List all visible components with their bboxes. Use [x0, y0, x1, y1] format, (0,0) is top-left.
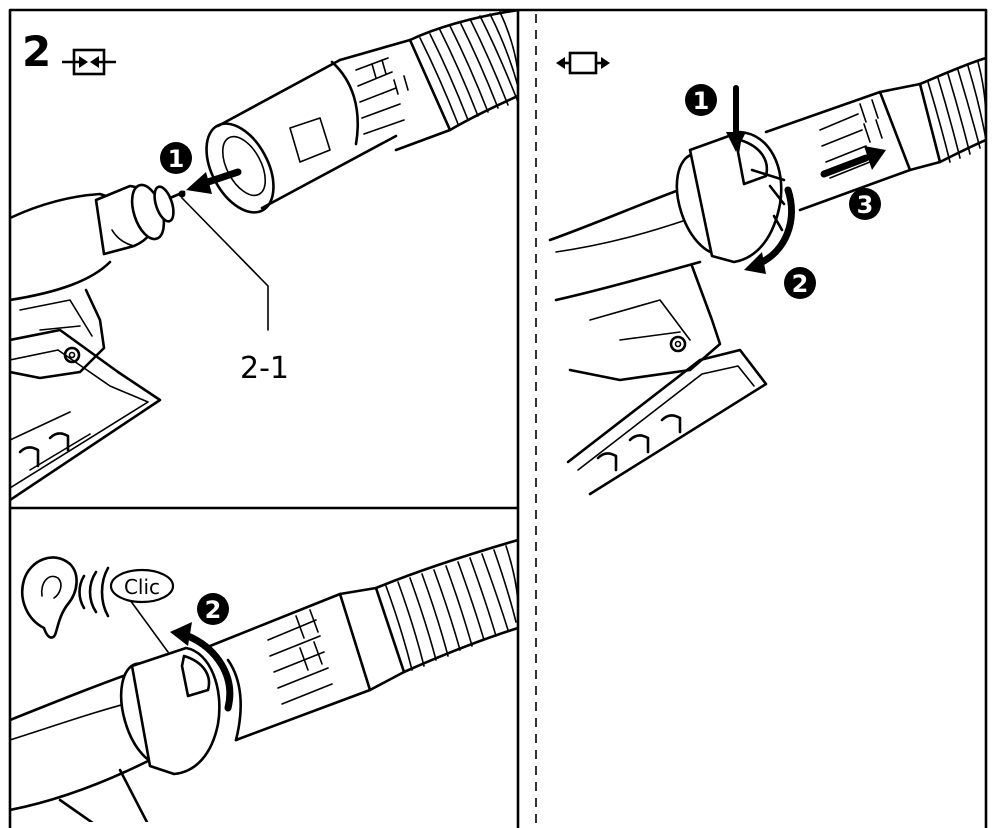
corrugated-hose [918, 56, 986, 164]
arrows-inward-icon [62, 48, 116, 76]
svg-text:1: 1 [693, 87, 710, 115]
ear-icon [21, 556, 78, 639]
extraction-nozzle [94, 183, 186, 256]
sound-bubble: Clic [109, 568, 175, 604]
sander-housing [10, 192, 120, 380]
sound-waves-icon [78, 566, 110, 618]
coupling-grip-slots [819, 99, 883, 179]
coupling-grip-slots [355, 57, 409, 135]
coupling-grip-slots [267, 609, 333, 705]
panel-frame [8, 8, 988, 828]
direction-arrow-push [186, 168, 242, 194]
panel-mount: 2-1 [10, 10, 518, 502]
corrugated-hose [408, 10, 518, 132]
direction-arrow-rotate [170, 622, 234, 712]
extraction-nozzle [119, 646, 221, 776]
direction-arrow-press [726, 85, 746, 152]
sander-base [10, 328, 162, 502]
step-badge-mount-1: 1 [160, 142, 192, 174]
svg-text:2: 2 [792, 270, 809, 298]
sound-label: Clic [124, 575, 160, 599]
callout-leader [181, 197, 269, 331]
panel-remove [548, 56, 986, 496]
corrugated-hose [374, 538, 518, 674]
hose-coupling [208, 586, 406, 742]
svg-text:1: 1 [168, 145, 185, 173]
svg-text:3: 3 [857, 191, 874, 219]
step-badge-click-2: 2 [197, 593, 229, 625]
extraction-nozzle [675, 130, 786, 264]
panel-click [10, 538, 518, 822]
direction-arrow-rotate [744, 186, 795, 274]
step-badge-remove-2: 2 [784, 267, 816, 299]
figure-number: 2 [22, 27, 51, 76]
step-badge-remove-3: 3 [849, 188, 881, 220]
hose-coupling [764, 82, 942, 212]
sander-base [566, 348, 768, 496]
arrows-outward-icon [556, 51, 610, 75]
step-badge-remove-1: 1 [685, 84, 717, 116]
click-pointer [129, 599, 169, 653]
hose-coupling [205, 38, 452, 214]
direction-arrow-pull [820, 146, 886, 178]
svg-text:2: 2 [205, 596, 222, 624]
sander-housing [548, 184, 722, 382]
part-callout-label: 2-1 [240, 351, 289, 386]
